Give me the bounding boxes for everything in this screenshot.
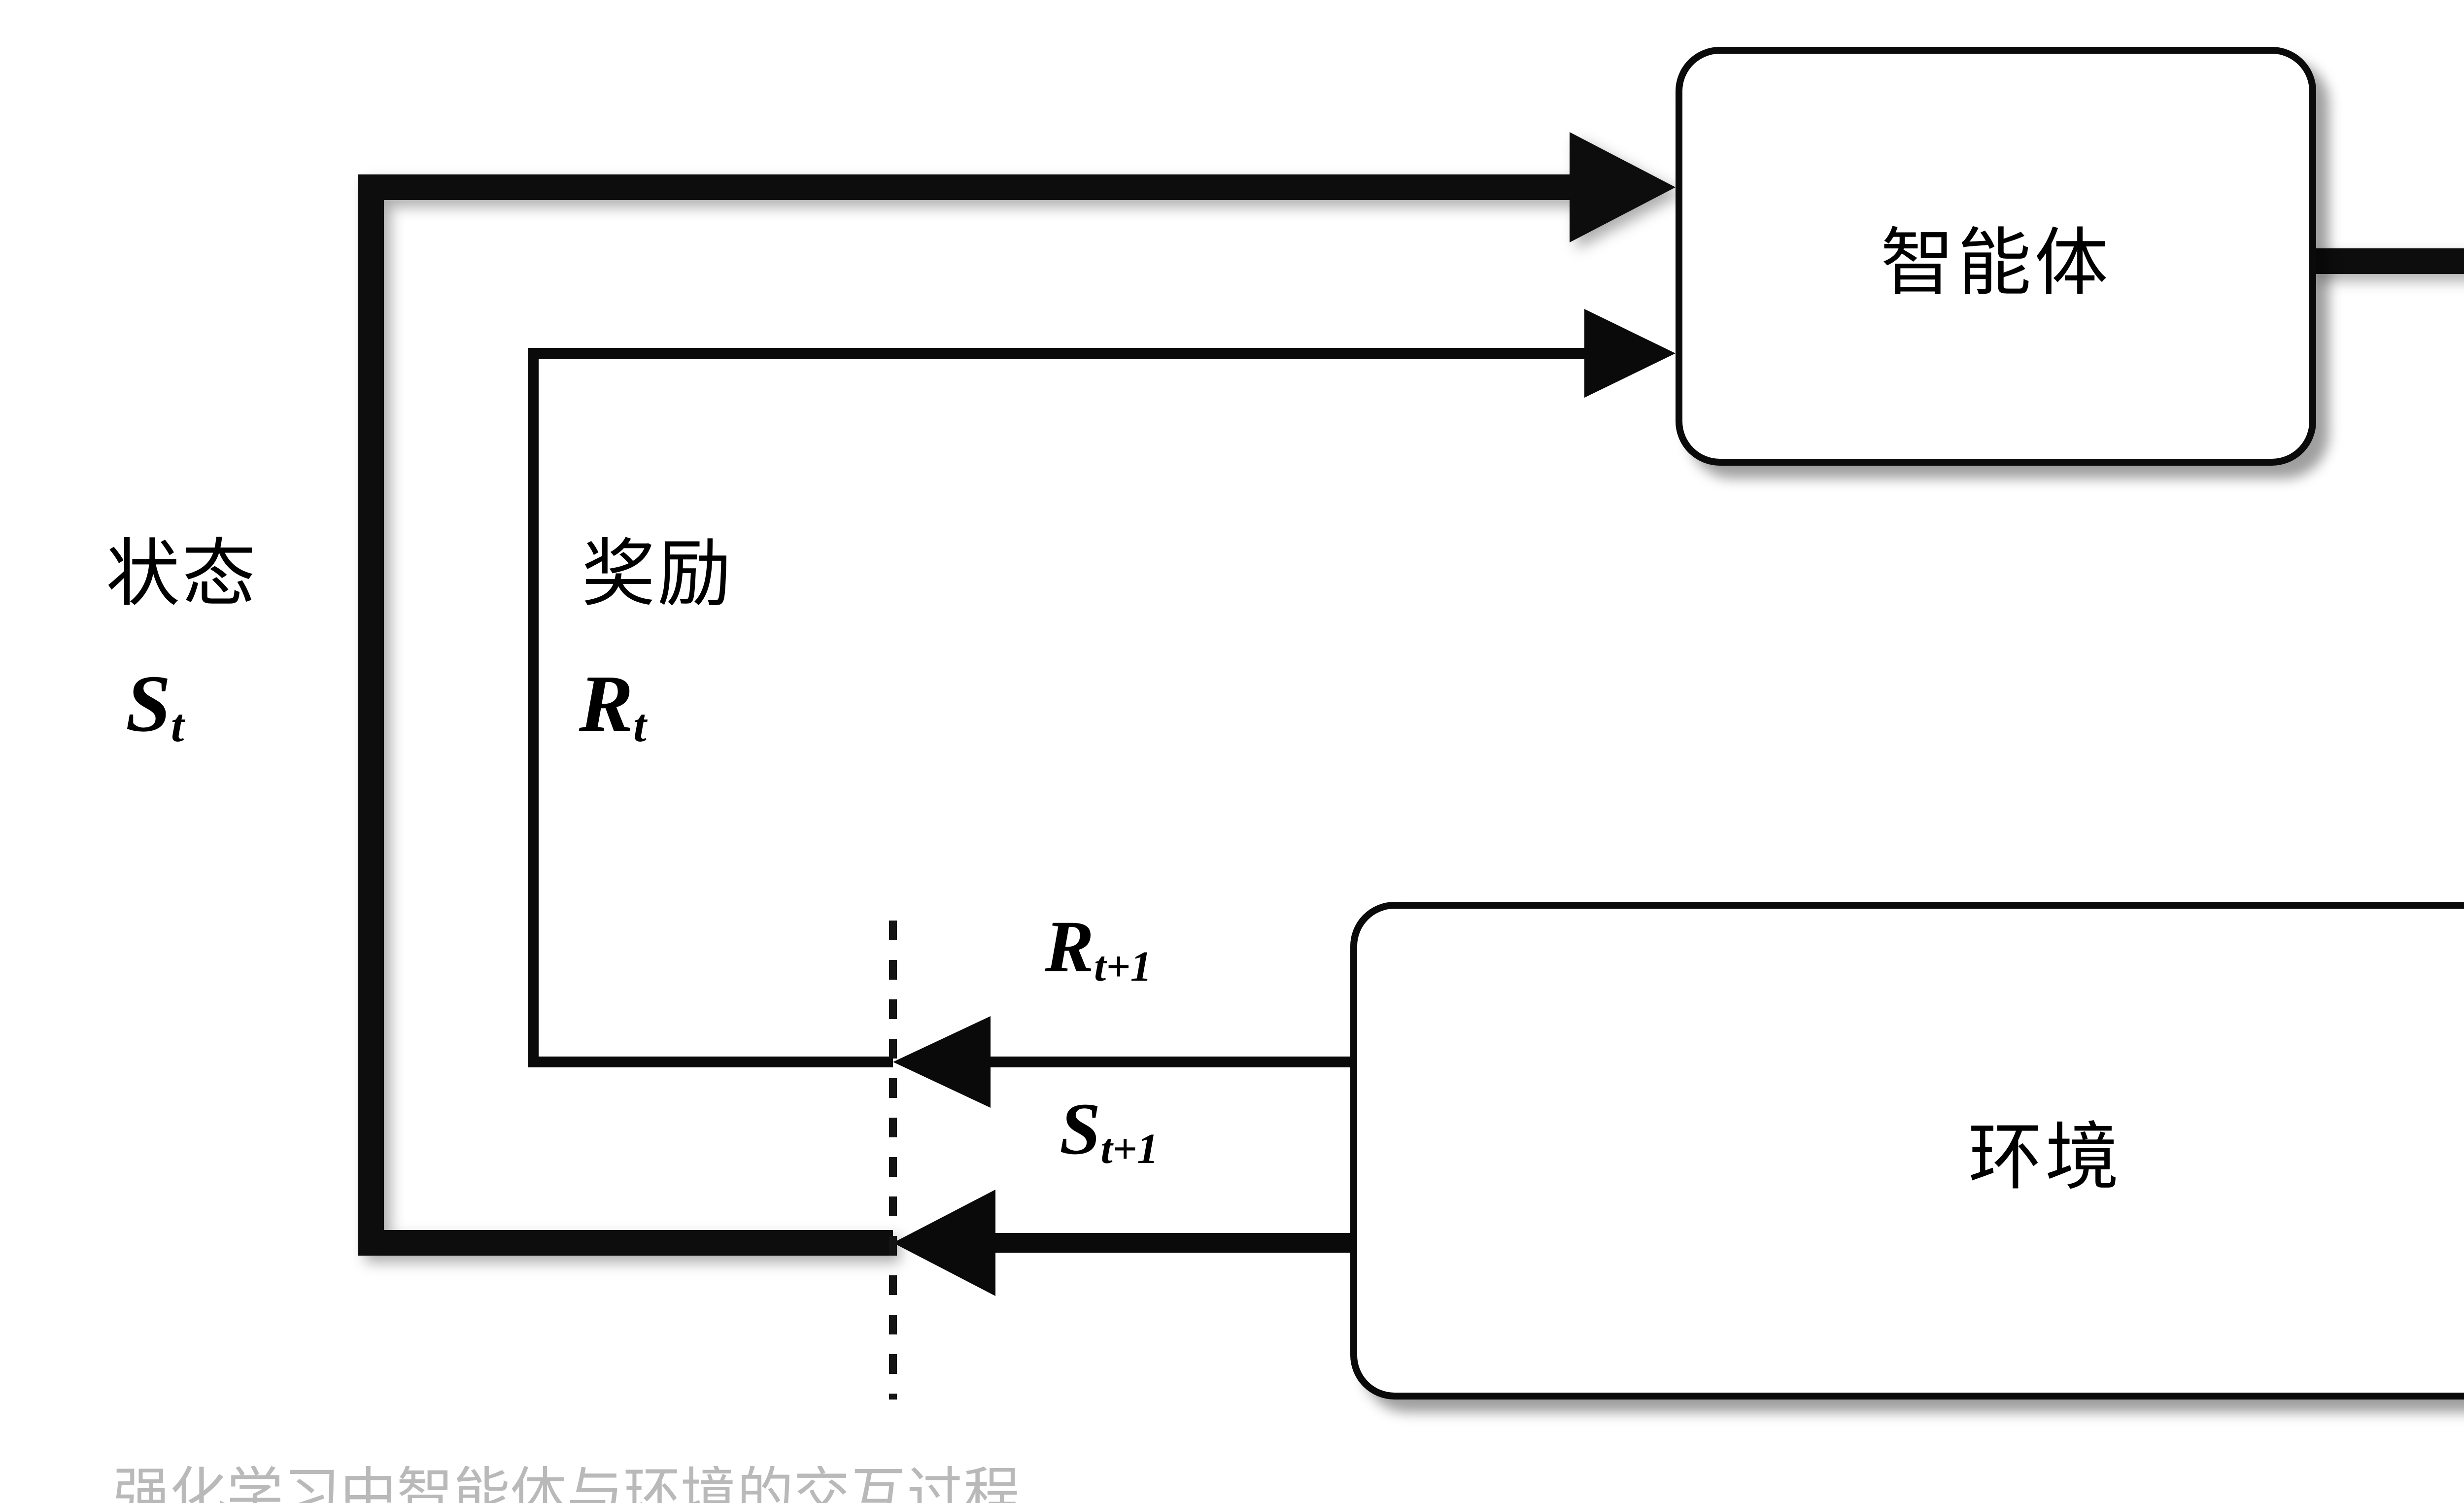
edge-reward-next bbox=[893, 1016, 1350, 1108]
agent-node[interactable]: 智能体 bbox=[1676, 47, 2316, 466]
state-next-symbol-base: S bbox=[1060, 1088, 1101, 1170]
state-symbol-subscript: t bbox=[171, 699, 184, 752]
reward-symbol-base: R bbox=[579, 658, 634, 749]
state-symbol: St bbox=[126, 663, 184, 750]
reward-symbol: Rt bbox=[579, 663, 647, 750]
environment-node-label: 环境 bbox=[1968, 1114, 2122, 1200]
reward-next-symbol: Rt+1 bbox=[1045, 904, 1152, 991]
figure-caption: 强化学习中智能体与环境的交互过程 bbox=[113, 1466, 1021, 1503]
edge-state-next bbox=[893, 1190, 1350, 1296]
edge-reward-to-agent bbox=[528, 309, 1676, 1067]
reward-next-symbol-subscript: t+1 bbox=[1094, 942, 1152, 991]
agent-node-label: 智能体 bbox=[1880, 220, 2111, 306]
reward-symbol-subscript: t bbox=[633, 699, 647, 752]
environment-node[interactable]: 环境 bbox=[1350, 902, 2464, 1400]
state-label-text: 状态 bbox=[106, 531, 258, 617]
state-symbol-base: S bbox=[126, 658, 171, 749]
state-next-symbol-subscript: t+1 bbox=[1100, 1125, 1159, 1173]
edge-state-to-agent bbox=[358, 132, 1676, 1256]
reward-next-symbol-base: R bbox=[1045, 906, 1095, 988]
reward-label-text: 奖励 bbox=[582, 531, 734, 617]
state-next-symbol: St+1 bbox=[1060, 1087, 1159, 1173]
